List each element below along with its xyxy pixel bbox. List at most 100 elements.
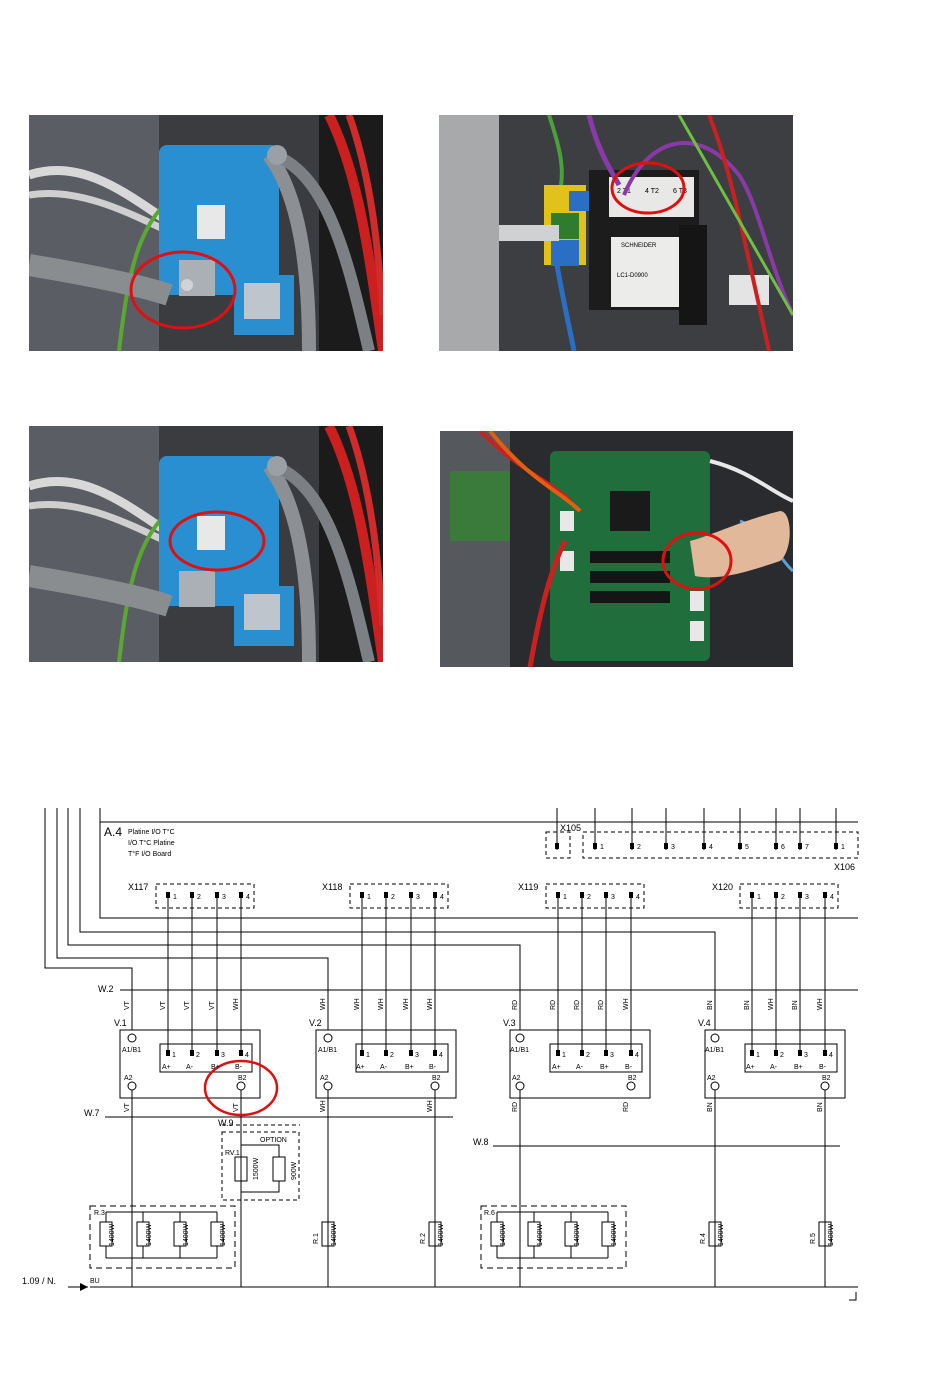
sensor-pin-label: A+: [162, 1064, 171, 1071]
heater-power-label: 1400W: [438, 1223, 445, 1246]
wire-w8: W.8: [473, 1137, 489, 1147]
connector-pin: [580, 892, 584, 898]
wire-color-label: BN: [707, 1000, 714, 1010]
connector-pin: [702, 843, 706, 849]
sensor-pin-label: A-: [380, 1064, 388, 1071]
heater-power-label: 1400W: [109, 1223, 116, 1246]
connector-x118: X118: [322, 882, 342, 892]
heater-power-label: 1400W: [718, 1223, 725, 1246]
sensor-pin: [556, 1050, 560, 1056]
sensor-v1: V.1: [114, 1018, 127, 1028]
sensor-pin: [190, 1050, 194, 1056]
highlight-circle: [168, 510, 266, 572]
sensor-pin-label: B+: [600, 1064, 609, 1071]
connector-pin: [166, 892, 170, 898]
connector-pin: [384, 892, 388, 898]
photo-contactor-terminals: 2 T1 4 T2 6 T3 SCHNEIDER LC1-D0900: [439, 115, 793, 351]
sensor-pin-number: 1: [172, 1052, 176, 1059]
sensor-pin-label: B-: [429, 1064, 437, 1071]
connector-pin: [190, 892, 194, 898]
sensor-b2-label: B2: [238, 1075, 247, 1082]
connector-x106: X106: [834, 862, 855, 872]
sensor-a2-label: A2: [320, 1075, 329, 1082]
wire-color-label: VT: [160, 1000, 167, 1010]
heater-power-label: 1400W: [146, 1223, 153, 1246]
wire-color-label: RD: [623, 1102, 630, 1112]
connector-pin: [664, 843, 668, 849]
sensor-pin: [409, 1050, 413, 1056]
sensor-a1b1-label: A1/B1: [510, 1047, 529, 1054]
connector-pin: [823, 892, 827, 898]
connector-x120: X120: [712, 882, 733, 892]
sensor-pin-label: B-: [235, 1064, 243, 1071]
wire-color-label: VT: [184, 1000, 191, 1010]
heater-r1: R.1: [313, 1233, 320, 1244]
sensor-b2-label: B2: [432, 1075, 441, 1082]
wire-color-label: WH: [427, 1100, 434, 1112]
connector-pin-label: 3: [671, 844, 675, 851]
connector-pin-label: 4: [709, 844, 713, 851]
sensor-v3: V.3: [503, 1018, 516, 1028]
wire-color-label: WH: [320, 1100, 327, 1112]
heater-r5: R.5: [810, 1233, 817, 1244]
wire-color-label: BN: [817, 1102, 824, 1112]
connector-pin: [774, 892, 778, 898]
connector-pin-label: 4: [636, 894, 640, 901]
wire-color-label: VT: [124, 1102, 131, 1112]
sensor-pin: [239, 1050, 243, 1056]
sensor-pin: [629, 1050, 633, 1056]
sensor-pin-number: 2: [196, 1052, 200, 1059]
contactor-brand: SCHNEIDER: [621, 243, 657, 249]
photo-current-sensor-terminal: [29, 115, 383, 351]
connector-pin-label: 3: [805, 894, 809, 901]
connector-x105: X105: [560, 823, 581, 833]
wire-color-label: RD: [574, 1000, 581, 1010]
connector-pin-label: 1: [757, 894, 761, 901]
connector-pin-label: 3: [222, 894, 226, 901]
sensor-pin-number: 4: [439, 1052, 443, 1059]
wire-color-label: BN: [792, 1000, 799, 1010]
highlight-circle: [203, 1059, 279, 1117]
sensor-pin-label: A-: [186, 1064, 194, 1071]
wire-color-label: WH: [354, 998, 361, 1010]
sensor-pin: [750, 1050, 754, 1056]
connector-pin-label: 5: [745, 844, 749, 851]
sensor-a2-label: A2: [707, 1075, 716, 1082]
connector-pin: [834, 843, 838, 849]
heater-power-label: 1400W: [500, 1223, 507, 1246]
connector-pin-label: 4: [246, 894, 250, 901]
wire-w7: W.7: [84, 1108, 100, 1118]
connector-pin: [798, 892, 802, 898]
connector-pin: [556, 892, 560, 898]
sensor-pin-number: 1: [756, 1052, 760, 1059]
sensor-pin: [166, 1050, 170, 1056]
wire-color-bu: BU: [90, 1278, 100, 1285]
heater-r6: R.6: [484, 1210, 495, 1217]
sensor-pin-number: 2: [780, 1052, 784, 1059]
sensor-pin-number: 3: [804, 1052, 808, 1059]
sensor-pin-label: A+: [552, 1064, 561, 1071]
sensor-b2-label: B2: [628, 1075, 637, 1082]
connector-x119: X119: [518, 882, 538, 892]
wire-color-label: VT: [233, 1102, 240, 1112]
connector-pin: [604, 892, 608, 898]
heater-power-label: 1400W: [611, 1223, 618, 1246]
sensor-pin-number: 4: [245, 1052, 249, 1059]
heater-power-label: 1400W: [828, 1223, 835, 1246]
wire-color-label: RD: [598, 1000, 605, 1010]
sensor-pin-number: 1: [366, 1052, 370, 1059]
connector-pin: [738, 843, 742, 849]
wire-color-label: WH: [768, 998, 775, 1010]
sensor-pin-number: 4: [635, 1052, 639, 1059]
connector-pin: [774, 843, 778, 849]
connector-pin: [593, 843, 597, 849]
connector-pin-label: 2: [391, 894, 395, 901]
connector-pin-label: 1: [367, 894, 371, 901]
option-label: OPTION: [260, 1137, 287, 1144]
wire-color-label: VT: [124, 1000, 131, 1010]
sensor-pin-number: 3: [221, 1052, 225, 1059]
sensor-pin-number: 1: [562, 1052, 566, 1059]
board-label-en: T°F I/O Board: [128, 850, 171, 858]
sensor-pin-label: A-: [576, 1064, 584, 1071]
sensor-pin-number: 2: [390, 1052, 394, 1059]
